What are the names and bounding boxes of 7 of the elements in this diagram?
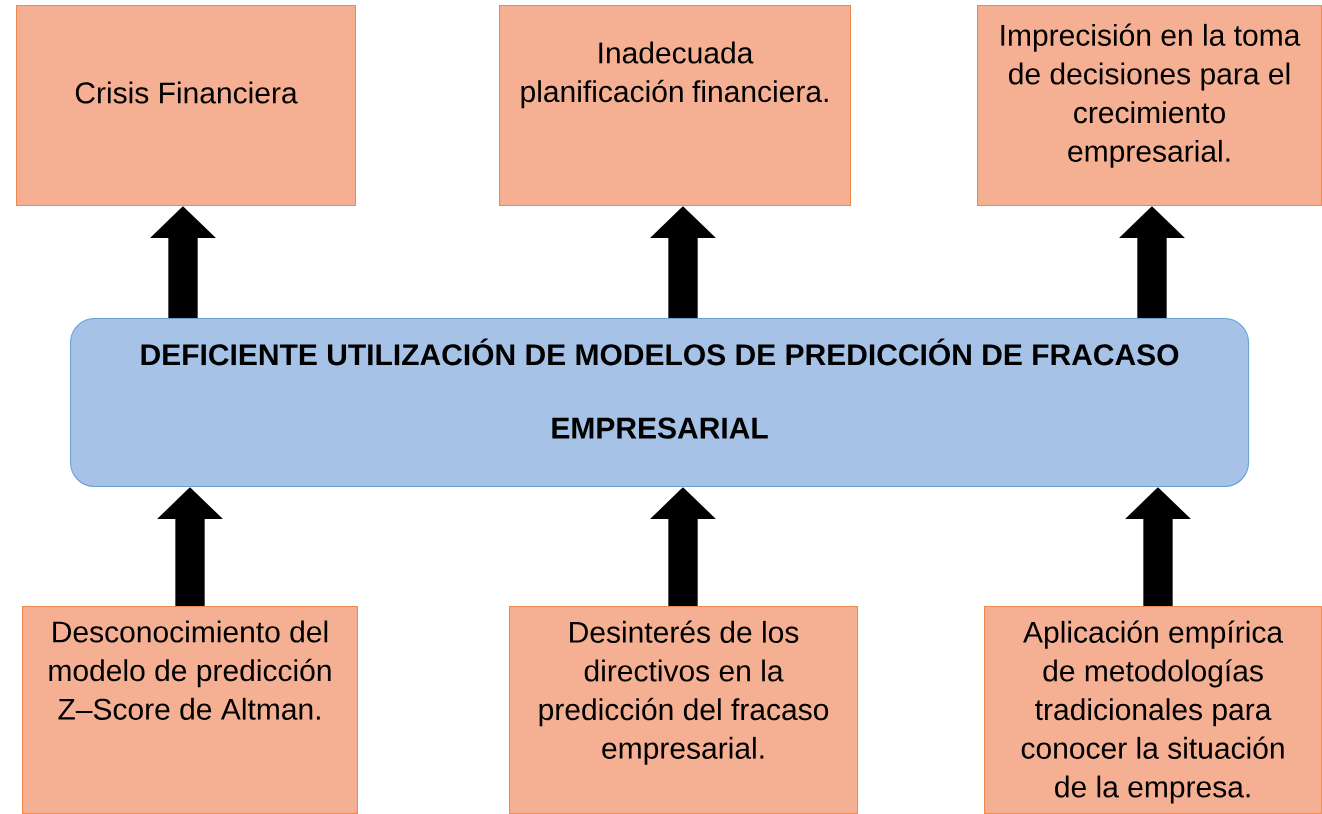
cause-box: Desinterés de los directivos en la predicción del fracaso empresarial. [509, 606, 859, 814]
cause-box: Desconocimiento del modelo de predicción Z–Score de Altman. [22, 606, 358, 814]
cause-box: Aplicación empírica de metodologías tradicionales para conocer la situación de la empresa. [984, 606, 1322, 814]
problem-box: DEFICIENTE UTILIZACIÓN DE MODELOS DE PREDICCIÓN DE FRACASO EMPRESARIAL [70, 318, 1250, 488]
effect-box: Inadecuada planificación financiera. [499, 5, 851, 207]
effect-box: Crisis Financiera [16, 5, 356, 207]
effect-box: Imprecisión en la toma de decisiones para el crecimiento empresarial. [977, 5, 1322, 207]
